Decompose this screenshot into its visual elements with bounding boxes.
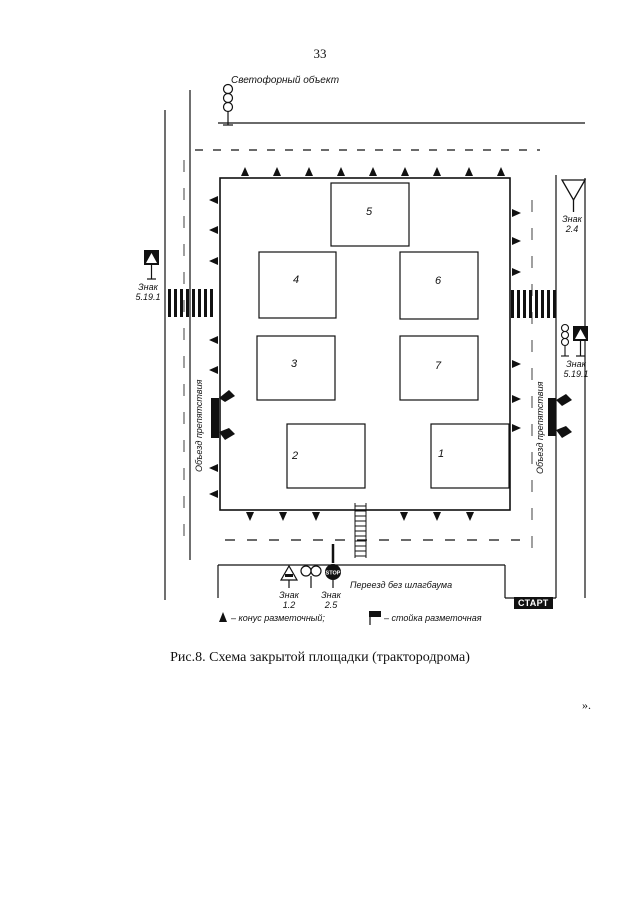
sign-bottom-b-code: 2.5	[324, 600, 338, 611]
box-7	[399, 335, 479, 401]
figure-caption: Рис.8. Схема закрытой площадки (тракторо…	[170, 650, 470, 665]
traffic-light-top-icon	[222, 83, 234, 126]
sign-left-label: Знак 5.19.1	[126, 282, 170, 303]
detour-right-label: Объезд препятствия	[535, 381, 545, 474]
cones-top	[241, 167, 505, 176]
box-3-label: 3	[291, 358, 298, 370]
warning-sign-icon	[279, 564, 299, 588]
cones-bottom	[246, 512, 474, 521]
pedestrian-sign-right-icon	[573, 326, 588, 357]
box-1	[430, 423, 510, 489]
obstacle-left	[211, 390, 235, 440]
sign-bottom-b-title: Знак	[321, 590, 341, 600]
start-badge: СТАРТ	[514, 597, 553, 609]
crossing-label: Переезд без шлагбаума	[350, 580, 453, 590]
cones-right	[512, 209, 521, 432]
box-2	[286, 423, 366, 489]
legend-cone-icon	[219, 612, 227, 622]
box-6	[399, 251, 479, 320]
stop-sign-icon: STOP	[325, 544, 341, 588]
cones-left	[209, 196, 218, 498]
sign-yield-label: Знак 2.4	[552, 214, 592, 235]
sign-yield-title: Знак	[562, 214, 582, 224]
stop-sign-text: STOP	[326, 571, 341, 577]
railway-crossing	[354, 503, 367, 558]
sign-bottom-a-label: Знак 1.2	[275, 590, 303, 611]
box-2-label: 2	[292, 450, 299, 462]
sign-yield-code: 2.4	[565, 224, 579, 235]
sign-right-title: Знак	[566, 359, 586, 369]
traffic-light-right-icon	[560, 323, 570, 357]
detour-left-label: Объезд препятствия	[194, 379, 204, 472]
sign-left-title: Знак	[138, 282, 158, 292]
yield-sign-icon	[560, 179, 587, 212]
sign-left-code: 5.19.1	[135, 292, 161, 303]
zebra-right	[511, 290, 556, 318]
sign-bottom-a-code: 1.2	[282, 600, 296, 611]
sign-right-label: Знак 5.19.1	[556, 359, 596, 380]
sign-bottom-a-title: Знак	[279, 590, 299, 600]
box-5	[330, 182, 410, 247]
box-3	[256, 335, 336, 401]
box-4-label: 4	[293, 274, 300, 286]
box-6-label: 6	[435, 275, 442, 287]
box-5-label: 5	[366, 206, 373, 218]
legend-cone-label: – конус разметочный;	[231, 613, 325, 623]
page-number: 33	[313, 46, 327, 61]
main-area	[219, 177, 511, 511]
box-4	[258, 251, 337, 319]
traffic-light-label: Светофорный объект	[231, 75, 340, 86]
sign-bottom-b-label: Знак 2.5	[317, 590, 345, 611]
sign-right-code: 5.19.1	[563, 369, 589, 380]
crossing-light-sign-icon	[300, 565, 322, 588]
box-1-label: 1	[438, 448, 445, 460]
obstacle-right	[548, 394, 572, 438]
legend-post-label: – стойка разметочная	[384, 613, 482, 623]
zebra-left	[168, 289, 213, 317]
legend-post-icon	[369, 611, 381, 625]
closing-quote: ».	[582, 698, 591, 712]
box-7-label: 7	[435, 360, 442, 372]
pedestrian-sign-left-icon	[144, 250, 159, 280]
